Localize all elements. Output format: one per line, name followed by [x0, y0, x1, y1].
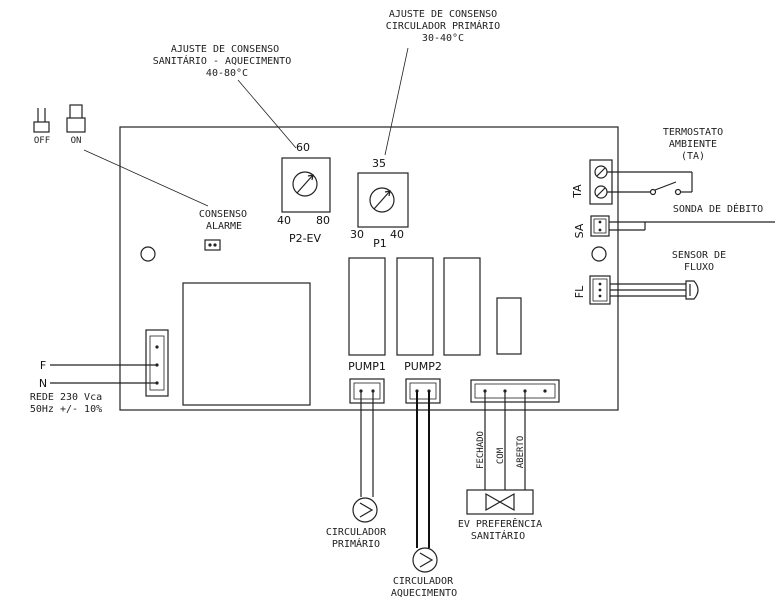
label-aberto: ABERTO	[516, 436, 526, 469]
label-sa: SA	[573, 223, 586, 238]
label-sonda: SONDA DE DÉBITO	[673, 202, 763, 215]
mains-connector	[145, 329, 169, 397]
label-consenso-1: CONSENSO	[199, 209, 247, 220]
label-rede-2: 50Hz +/- 10%	[30, 404, 102, 415]
label-circ-prim-2: PRIMÁRIO	[332, 537, 380, 550]
control-board	[119, 126, 619, 411]
label-ajuste-primario-1: AJUSTE DE CONSENSO	[389, 9, 497, 20]
label-sensor-1: SENSOR DE	[672, 250, 726, 261]
label-ev-1: EV PREFERÊNCIA	[458, 517, 542, 530]
switch-on-icon	[66, 104, 86, 133]
transformer	[182, 282, 311, 406]
pump-icon	[412, 547, 438, 573]
label-ajuste-primario-3: 30-40°C	[422, 33, 464, 44]
label-fechado: FECHADO	[476, 431, 486, 469]
valve-icon	[466, 489, 534, 515]
p2-top-value: 60	[296, 141, 310, 154]
flow-sensor-icon	[610, 280, 699, 300]
flow-probe	[609, 221, 775, 231]
label-f: F	[40, 359, 46, 372]
label-sensor-2: FLUXO	[684, 262, 714, 273]
label-pump1: PUMP1	[348, 360, 386, 373]
valve-connector	[470, 379, 560, 403]
connector-fl	[589, 275, 611, 305]
label-circ-aq-2: AQUECIMENTO	[391, 588, 457, 599]
label-ev-2: SANITÁRIO	[471, 529, 525, 542]
label-n: N	[39, 377, 47, 390]
mounting-hole-left	[140, 246, 156, 262]
p2-max-value: 80	[316, 214, 330, 227]
p1-min-value: 30	[350, 228, 364, 241]
mounting-hole-right	[591, 246, 607, 262]
dial-icon	[292, 171, 318, 197]
label-rede-1: REDE 230 Vca	[30, 392, 102, 403]
pump1-connector	[349, 378, 385, 404]
leader-sanitario	[237, 79, 297, 149]
alarm-connector	[204, 239, 221, 251]
label-ajuste-sanitario-2: SANITÁRIO - AQUECIMENTO	[153, 54, 291, 67]
pump-icon	[352, 497, 378, 523]
label-termostato-2: AMBIENTE	[669, 139, 717, 150]
p1-top-value: 35	[372, 157, 386, 170]
p2-name: P2-EV	[289, 232, 322, 245]
label-com: COM	[496, 447, 506, 464]
label-off: OFF	[34, 136, 50, 146]
relay-2	[396, 257, 434, 356]
room-thermostat-switch	[607, 171, 693, 196]
label-circ-aq-1: CIRCULADOR	[393, 576, 454, 587]
switch-off-icon	[33, 108, 50, 133]
label-circ-prim-1: CIRCULADOR	[326, 527, 387, 538]
relay-small	[496, 297, 522, 355]
potentiometer-p2	[281, 157, 331, 213]
connector-ta	[589, 159, 613, 205]
connector-sa	[590, 215, 610, 237]
label-consenso-2: ALARME	[206, 221, 242, 232]
potentiometer-p1	[357, 172, 409, 228]
leader-consenso	[83, 149, 209, 207]
leader-primario	[384, 47, 409, 156]
label-ajuste-primario-2: CIRCULADOR PRIMÁRIO	[386, 19, 500, 32]
label-fl: FL	[573, 285, 586, 298]
relay-1	[348, 257, 386, 356]
label-pump2: PUMP2	[404, 360, 442, 373]
p1-max-value: 40	[390, 228, 404, 241]
label-ajuste-sanitario-1: AJUSTE DE CONSENSO	[171, 44, 279, 55]
p2-min-value: 40	[277, 214, 291, 227]
relay-3	[443, 257, 481, 356]
label-on: ON	[71, 136, 82, 146]
dial-icon	[369, 187, 395, 213]
label-ta: TA	[571, 184, 584, 199]
label-termostato-1: TERMOSTATO	[663, 127, 723, 138]
label-ajuste-sanitario-3: 40-80°C	[206, 68, 248, 79]
pump2-connector	[405, 378, 441, 404]
label-termostato-3: (TA)	[681, 151, 705, 162]
p1-name: P1	[373, 237, 387, 250]
